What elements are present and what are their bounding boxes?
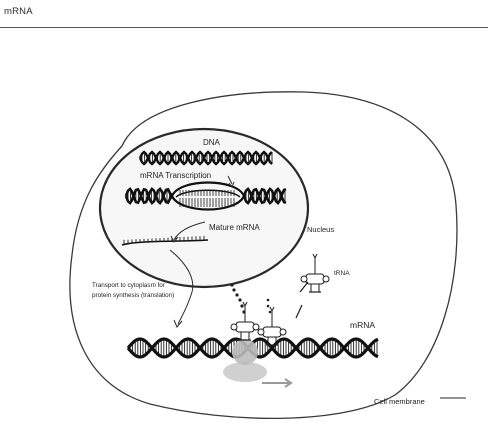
ribosome-large-subunit [232,339,258,365]
label-transport-line2: protein synthesis (translation) [92,292,174,299]
label-nucleus: Nucleus [307,225,334,234]
label-mrna: mRNA [350,320,375,330]
trna-molecule [231,302,259,340]
label-trna: tRNA [334,270,350,277]
label-mature-mrna: Mature mRNA [209,223,260,232]
label-mrna-transcription: mRNA Transcription [140,171,211,180]
nucleus-shape [100,129,308,287]
label-transport-line1: Transport to cytoplasm for [92,282,165,289]
amino-acid-chain [230,283,245,313]
free-amino-acids [267,282,308,318]
label-cell-membrane: Cell membrane [374,397,425,406]
label-dna: DNA [203,138,221,147]
